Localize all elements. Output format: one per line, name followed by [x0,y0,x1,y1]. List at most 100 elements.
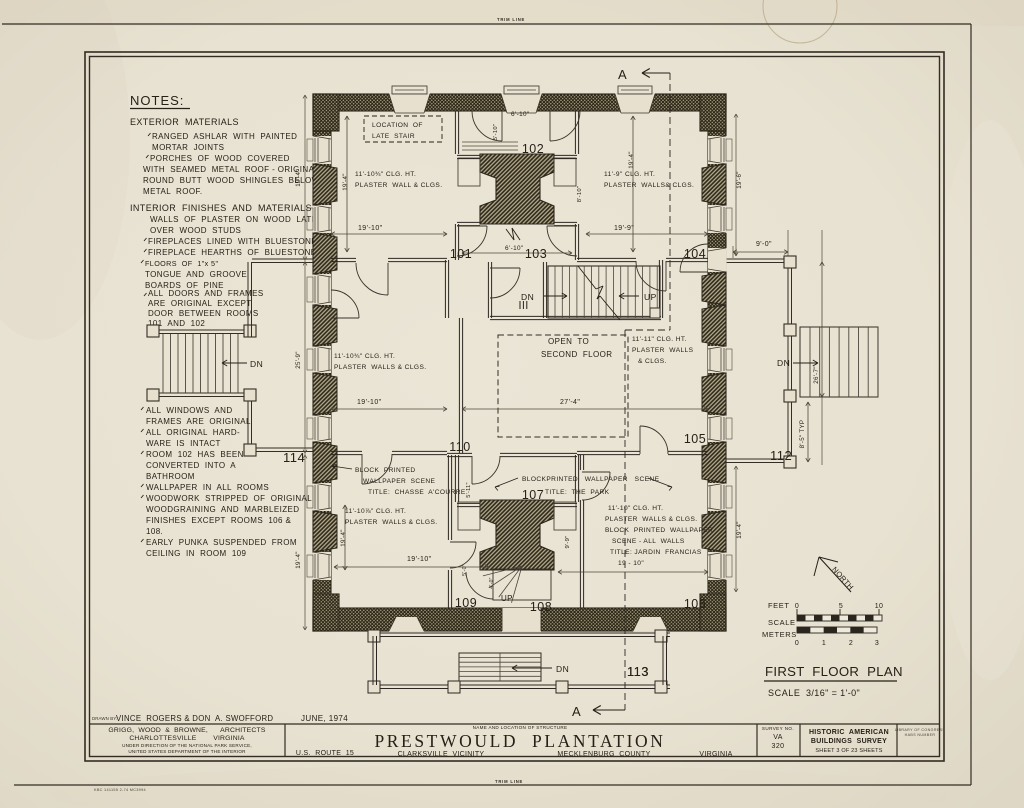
svg-text:101 AND 102: 101 AND 102 [148,319,205,328]
svg-text:HISTORIC AMERICAN: HISTORIC AMERICAN [809,729,889,736]
svg-text:WALLPAPER IN ALL ROOMS: WALLPAPER IN ALL ROOMS [146,483,269,492]
svg-text:SCALE: SCALE [768,618,796,627]
svg-text:9'-0": 9'-0" [756,241,772,248]
svg-text:BUILDINGS SURVEY: BUILDINGS SURVEY [811,738,887,745]
svg-text:106: 106 [684,597,706,611]
svg-text:105: 105 [684,432,706,446]
svg-text:WITH SEAMED METAL ROOF - OR: WITH SEAMED METAL ROOF - ORIGINAL [143,165,319,174]
svg-text:VIRGINIA: VIRGINIA [699,751,732,758]
svg-text:3/16" = 1'-0": 3/16" = 1'-0" [806,688,860,698]
svg-text:107: 107 [522,488,544,502]
svg-text:INTERIOR FINISHES AND MATER: INTERIOR FINISHES AND MATERIALS [130,203,312,213]
svg-text:19'-9": 19'-9" [614,225,634,232]
svg-text:DN: DN [250,359,263,369]
svg-text:A: A [618,67,627,82]
svg-text:METERS: METERS [762,630,797,639]
svg-text:19'-4": 19'-4" [628,151,635,169]
svg-text:19'-4": 19'-4" [342,173,349,191]
svg-text:PLASTER WALL & CLGS.: PLASTER WALL & CLGS. [355,182,442,189]
svg-text:102: 102 [522,142,544,156]
svg-text:3: 3 [875,640,879,647]
svg-text:19'-4": 19'-4" [295,169,302,187]
svg-text:BLOCK PRINTED WALLPAPER: BLOCK PRINTED WALLPAPER [605,527,713,534]
svg-text:108.: 108. [146,527,163,536]
svg-text:VINCE ROGERS & DON A. SWOFFO: VINCE ROGERS & DON A. SWOFFORD [116,714,273,723]
svg-text:11'-10" CLG. HT.: 11'-10" CLG. HT. [608,505,663,512]
svg-text:FIREPLACE HEARTHS OF BLUEST: FIREPLACE HEARTHS OF BLUESTONE [148,248,317,257]
svg-text:2: 2 [849,640,853,647]
svg-text:SCENE - ALL WALLS: SCENE - ALL WALLS [612,538,685,545]
svg-text:0: 0 [795,603,799,610]
svg-text:UP: UP [644,292,657,302]
svg-text:TONGUE AND GROOVE: TONGUE AND GROOVE [145,270,247,279]
svg-text:5'-11": 5'-11" [466,482,472,497]
svg-text:5'-0": 5'-0" [462,564,468,575]
svg-text:SHEET 3 OF 23 SHEETS: SHEET 3 OF 23 SHEETS [815,748,882,754]
svg-text:19'-10": 19'-10" [358,225,383,232]
svg-text:11'-11" CLG. HT.: 11'-11" CLG. HT. [632,336,687,343]
svg-text:PLASTER WALLS: PLASTER WALLS [632,347,694,354]
svg-text:ARE ORIGINAL EXCEPT: ARE ORIGINAL EXCEPT [148,299,252,308]
svg-text:DOOR BETWEEN ROOMS: DOOR BETWEEN ROOMS [148,309,259,318]
svg-text:FIREPLACES LINED WITH BLUES: FIREPLACES LINED WITH BLUESTONE [148,237,317,246]
svg-text:19'-6": 19'-6" [736,171,743,189]
svg-text:WALLPAPER SCENE: WALLPAPER SCENE [363,478,436,485]
svg-text:SECOND FLOOR: SECOND FLOOR [541,350,612,359]
svg-text:TITLE: THE PARK: TITLE: THE PARK [545,489,610,496]
svg-text:5: 5 [839,603,843,610]
svg-text:WARE IS INTACT: WARE IS INTACT [146,439,221,448]
svg-text:110: 110 [449,440,470,454]
svg-text:U.S. ROUTE 15: U.S. ROUTE 15 [296,750,354,757]
svg-text:MECKLENBURG COUNTY: MECKLENBURG COUNTY [557,751,650,758]
svg-text:5'-10": 5'-10" [493,124,499,141]
svg-text:OPEN TO: OPEN TO [548,337,589,346]
svg-text:UP: UP [501,594,513,603]
svg-text:BATHROOM: BATHROOM [146,472,195,481]
svg-text:OVER WOOD STUDS: OVER WOOD STUDS [150,226,241,235]
svg-text:BLOCK PRINTED: BLOCK PRINTED [355,467,416,474]
svg-text:19'-4": 19'-4" [295,551,302,569]
svg-text:NAME AND LOCATION OF STRUCTURE: NAME AND LOCATION OF STRUCTURE [473,725,568,730]
svg-text:& CLGS.: & CLGS. [638,358,667,365]
svg-text:BOARDS OF PINE: BOARDS OF PINE [145,281,224,290]
svg-text:19'-4": 19'-4" [736,521,743,539]
svg-text:103: 103 [525,247,547,261]
svg-text:104: 104 [684,247,706,261]
svg-text:113: 113 [627,665,648,679]
svg-text:11'-10¾" CLG. HT.: 11'-10¾" CLG. HT. [334,353,395,360]
svg-text:114: 114 [283,450,305,465]
svg-text:BLOCKPRINTED WALLPAPER SCE: BLOCKPRINTED WALLPAPER SCENE [522,476,660,483]
svg-text:PLASTER WALLS & CLGS.: PLASTER WALLS & CLGS. [334,364,426,371]
svg-text:ALL ORIGINAL HARD-: ALL ORIGINAL HARD- [146,428,240,437]
svg-text:HABS NUMBER: HABS NUMBER [905,733,936,737]
svg-text:CONVERTED INTO A: CONVERTED INTO A [146,461,236,470]
svg-text:CHARLOTTESVILLE VIRGINI: CHARLOTTESVILLE VIRGINIA [129,735,245,742]
svg-text:PLASTER WALLS& CLGS.: PLASTER WALLS& CLGS. [604,182,694,189]
svg-text:PRESTWOULD PLANTATION: PRESTWOULD PLANTATION [374,731,665,751]
svg-text:WOODWORK STRIPPED OF ORIGIN: WOODWORK STRIPPED OF ORIGINAL [146,494,312,503]
svg-text:ALL DOORS AND FRAMES: ALL DOORS AND FRAMES [148,289,264,298]
svg-text:DRAWN BY:: DRAWN BY: [92,716,117,721]
svg-text:UNDER DIRECTION OF THE NATIONA: UNDER DIRECTION OF THE NATIONAL PARK SER… [122,743,252,748]
svg-text:FINISHES EXCEPT ROOMS 106 &: FINISHES EXCEPT ROOMS 106 & [146,516,291,525]
svg-text:EXTERIOR MATERIALS: EXTERIOR MATERIALS [130,117,239,127]
svg-text:320: 320 [772,743,785,750]
svg-text:DN: DN [521,292,534,302]
svg-text:0: 0 [795,640,799,647]
svg-text:GRIGG, WOOD & BROWNE,: GRIGG, WOOD & BROWNE, ARCHITECTS [108,727,265,734]
svg-text:JUNE, 1974: JUNE, 1974 [301,714,348,723]
svg-text:25'-9": 25'-9" [295,351,302,369]
svg-text:19 - 10": 19 - 10" [618,560,644,567]
svg-text:FEET: FEET [768,601,790,610]
svg-text:WALLS OF PLASTER ON WOOD: WALLS OF PLASTER ON WOOD LATH [150,215,318,224]
svg-text:TRIM LINE: TRIM LINE [497,17,525,22]
svg-text:10: 10 [875,603,884,610]
svg-text:TRIM LINE: TRIM LINE [495,779,523,784]
svg-text:LATE STAIR: LATE STAIR [372,133,415,140]
svg-text:19'-4": 19'-4" [340,529,347,547]
svg-text:CLARKSVILLE VICINITY: CLARKSVILLE VICINITY [398,751,485,758]
svg-text:TITLE: JARDIN FRANCIAS: TITLE: JARDIN FRANCIAS [610,549,702,556]
svg-text:VA: VA [773,734,783,741]
svg-text:8'-5" TYP: 8'-5" TYP [799,420,806,449]
svg-text:RANGED ASHLAR WITH PAINTED: RANGED ASHLAR WITH PAINTED [152,132,297,141]
